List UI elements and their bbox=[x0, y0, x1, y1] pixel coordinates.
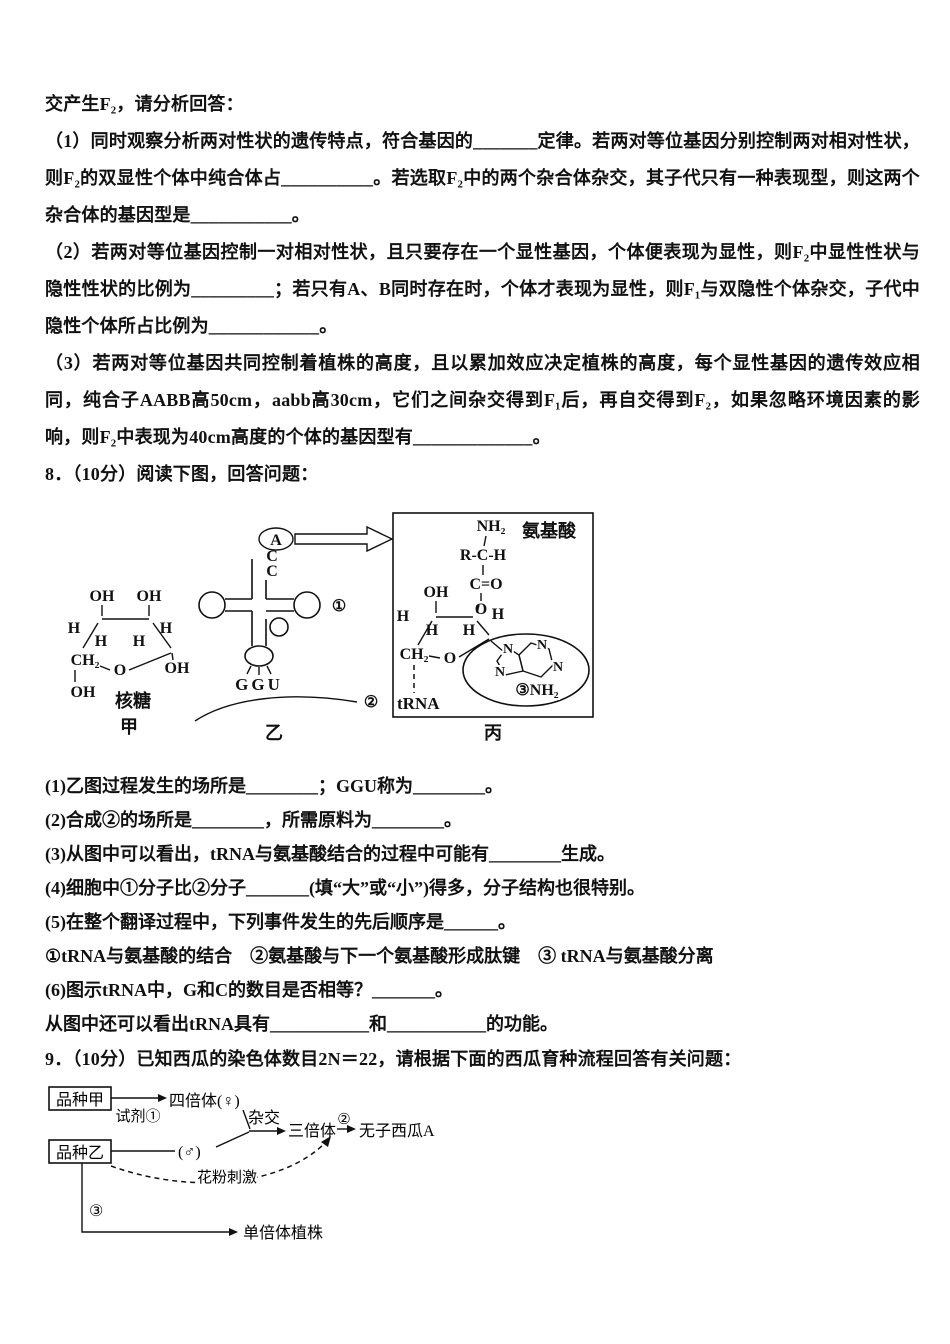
variety-b-label: 品种乙 bbox=[56, 1144, 104, 1162]
trna-label: tRNA bbox=[397, 694, 440, 713]
cloverleaf-tag: 乙 bbox=[265, 723, 283, 743]
arrowhead-icon bbox=[347, 1125, 356, 1133]
label-a: A bbox=[270, 532, 282, 549]
q7-part1: （1）同时观察分析两对性状的遗传特点，符合基因的_______定律。若两对等位基… bbox=[45, 131, 920, 225]
label-o: O bbox=[475, 601, 487, 618]
label-oh: OH bbox=[165, 660, 190, 677]
arrowhead-icon bbox=[158, 1094, 167, 1102]
q8-sub1: (1)乙图过程发生的场所是________；GGU称为________。 bbox=[45, 776, 503, 796]
label-oh: OH bbox=[90, 588, 115, 605]
q8-sub6: (6)图示tRNA中，G和C的数目是否相等？_______。 bbox=[45, 980, 453, 1000]
label-o: O bbox=[114, 662, 126, 679]
aminoacid-trna-structure: 氨基酸 NH₂ R-C-H C=O O OH H H H H CH₂ O tRN… bbox=[392, 512, 594, 743]
label-n: N bbox=[503, 642, 513, 657]
label-circle1: ① bbox=[332, 598, 346, 615]
label-h: H bbox=[133, 633, 146, 650]
label-c: C bbox=[266, 548, 278, 565]
triploid-label: 三倍体 bbox=[288, 1122, 336, 1140]
breeding-flowchart: 品种甲 试剂① 四倍体(♀) 品种乙 (♂) 杂交 三倍体 ② 无子西瓜A 花粉… bbox=[48, 1086, 435, 1242]
label-circle3-nh2: ③NH₂ bbox=[515, 682, 558, 699]
circle2-label: ② bbox=[337, 1112, 350, 1128]
amino-acid-label: 氨基酸 bbox=[522, 520, 577, 541]
label-o: O bbox=[444, 650, 456, 667]
seedless-label: 无子西瓜A bbox=[359, 1122, 435, 1140]
q7-part2: （2）若两对等位基因控制一对相对性状，且只要存在一个显性基因，个体便表现为显性，… bbox=[45, 242, 920, 336]
label-n: N bbox=[553, 660, 563, 675]
label-h: H bbox=[397, 608, 410, 625]
q8-sub2: (2)合成②的场所是________，所需原料为________。 bbox=[45, 810, 462, 830]
label-oh: OH bbox=[71, 684, 96, 701]
label-ch2: CH₂ bbox=[400, 646, 429, 663]
label-ch2: CH₂ bbox=[71, 652, 100, 669]
q8-sub4: (4)细胞中①分子比②分子_______(填“大”或“小”)得多，分子结构也很特… bbox=[45, 878, 645, 898]
tetraploid-label: 四倍体(♀) bbox=[169, 1092, 240, 1110]
label-oh: OH bbox=[424, 584, 449, 601]
label-h: H bbox=[426, 622, 439, 639]
label-n: N bbox=[495, 665, 505, 680]
ribose-structure: OH OH H H H H CH₂ OH O OH 核糖 甲 bbox=[68, 588, 190, 737]
q7-part3: （3）若两对等位基因共同控制着植株的高度，且以累加效应决定植株的高度，每个显性基… bbox=[45, 353, 920, 447]
label-h: H bbox=[95, 633, 108, 650]
arrowhead-icon bbox=[277, 1127, 286, 1135]
trna-figure: OH OH H H H H CH₂ OH O OH 核糖 甲 A C bbox=[68, 512, 594, 743]
q7-intro: 交产生F₂，请分析回答： bbox=[45, 94, 244, 114]
ribose-caption: 核糖 bbox=[115, 690, 151, 711]
reagent-label: 试剂① bbox=[115, 1108, 160, 1125]
label-co: C=O bbox=[469, 576, 502, 593]
label-h: H bbox=[68, 620, 81, 637]
haploid-label: 单倍体植株 bbox=[243, 1224, 323, 1242]
arrowhead-icon bbox=[321, 1136, 331, 1147]
trna-cloverleaf: A C C ① GGU ② 乙 bbox=[194, 525, 394, 743]
arrowhead-icon bbox=[229, 1228, 238, 1236]
q8-header: 8．（10分）阅读下图，回答问题： bbox=[45, 464, 319, 484]
block-arrow-icon bbox=[294, 525, 394, 553]
label-h: H bbox=[463, 622, 476, 639]
label-n: N bbox=[537, 638, 547, 653]
flowchart: 品种甲 试剂① 四倍体(♀) 品种乙 (♂) 杂交 三倍体 ② 无子西瓜A 花粉… bbox=[48, 1086, 435, 1242]
label-rch: R-C-H bbox=[460, 547, 507, 564]
q9-header: 9．（10分）已知西瓜的染色体数目2N＝22，请根据下面的西瓜育种流程回答有关问… bbox=[45, 1049, 742, 1069]
cross-label: 杂交 bbox=[248, 1109, 280, 1127]
ribose-tag: 甲 bbox=[120, 717, 138, 737]
q8-sub5: (5)在整个翻译过程中，下列事件发生的先后顺序是______。 bbox=[45, 912, 516, 932]
label-c: C bbox=[266, 563, 278, 580]
label-nh2: NH₂ bbox=[477, 518, 506, 535]
anticodon-label: GGU bbox=[235, 675, 283, 694]
circle3-label: ③ bbox=[89, 1203, 103, 1220]
box-tag: 丙 bbox=[484, 723, 502, 743]
q8-sub3: (3)从图中可以看出，tRNA与氨基酸结合的过程中可能有________生成。 bbox=[45, 844, 615, 864]
q8-closing: 从图中还可以看出tRNA具有___________和___________的功能… bbox=[45, 1014, 558, 1034]
label-oh: OH bbox=[137, 588, 162, 605]
label-circle2: ② bbox=[364, 694, 378, 711]
variety-a-label: 品种甲 bbox=[56, 1091, 104, 1109]
label-h: H bbox=[492, 606, 505, 623]
q8-options: ①tRNA与氨基酸的结合 ②氨基酸与下一个氨基酸形成肽键 ③ tRNA与氨基酸分… bbox=[45, 946, 714, 966]
label-h: H bbox=[160, 620, 173, 637]
pollen-label: 花粉刺激 bbox=[197, 1169, 257, 1186]
male-label: (♂) bbox=[178, 1144, 201, 1161]
